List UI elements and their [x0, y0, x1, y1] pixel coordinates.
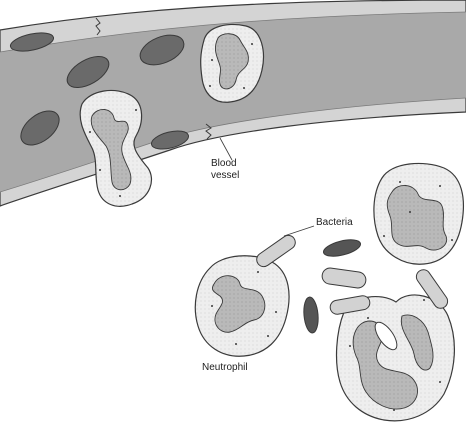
bacterium	[254, 233, 298, 270]
neutrophil-upper-right	[374, 163, 464, 264]
blood-vessel-label-line2: vessel	[211, 170, 239, 182]
neutrophil-left	[195, 256, 289, 356]
bacterium	[322, 237, 362, 260]
blood-vessel-label: Blood vessel	[211, 158, 239, 182]
bacterium	[321, 267, 367, 289]
neutrophil-label: Neutrophil	[202, 362, 248, 374]
blood-vessel-label-line1: Blood	[211, 158, 239, 170]
bacterium	[302, 296, 319, 333]
neutrophil-phagocytosis	[337, 295, 455, 421]
bacteria-label: Bacteria	[316, 217, 353, 229]
